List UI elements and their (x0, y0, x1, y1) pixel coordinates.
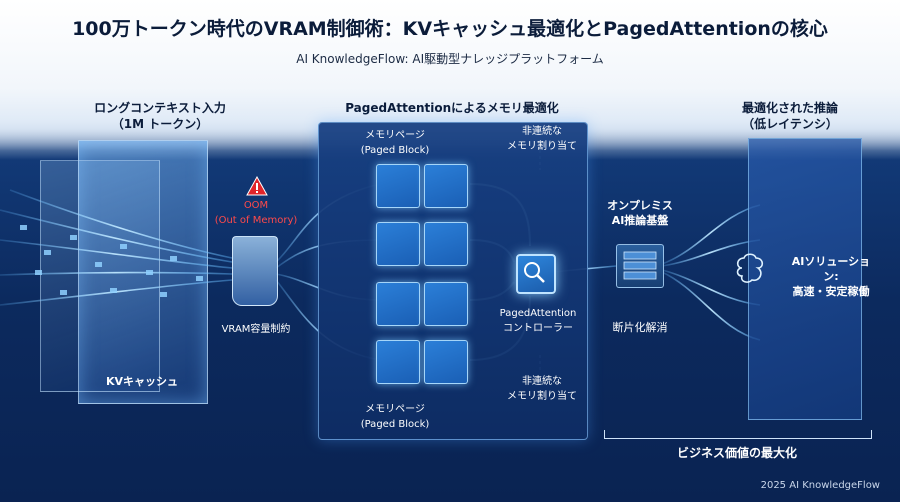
memory-block-icon (424, 340, 468, 384)
server-racks (623, 251, 657, 280)
business-value-label: ビジネス価値の最大化 (676, 446, 797, 460)
warning-icon (246, 176, 268, 196)
input-heading: ロングコンテキスト入力 （1M トークン） (90, 100, 230, 132)
page-label-top-line1: メモリページ (365, 130, 425, 141)
controller-line2: コントローラー (503, 323, 573, 334)
page-subtitle: AI KnowledgeFlow: AI駆動型ナレッジプラットフォーム (296, 52, 604, 66)
page-title: 100万トークン時代のVRAM制御術：KVキャッシュ最適化とPagedAtten… (72, 18, 828, 40)
oom-label: OOM (Out of Memory) (206, 198, 306, 228)
noncontig-bottom-label: 非連続な メモリ割り当て (496, 374, 588, 404)
memory-block-icon (376, 222, 420, 266)
input-heading-line2: （1M トークン） (111, 117, 209, 131)
infra-line2: AI推論基盤 (611, 214, 669, 227)
noncontig-bottom-line1: 非連続な (522, 376, 562, 387)
oom-line2: (Out of Memory) (214, 215, 298, 226)
infra-line1: オンプレミス (607, 199, 673, 212)
result-line1: AIソリューション: (791, 255, 871, 283)
noncontig-top-line2: メモリ割り当て (507, 141, 577, 152)
memory-block-icon (376, 164, 420, 208)
memory-block-icon (424, 164, 468, 208)
memory-block-icon (424, 282, 468, 326)
result-line2: 高速・安定稼働 (792, 285, 870, 298)
kv-cache-box-front (40, 160, 160, 392)
magnifier-icon (524, 262, 545, 283)
defrag-label: 断片化解消 (612, 321, 668, 334)
output-panel (748, 138, 862, 420)
result-label: AIソリューション: 高速・安定稼働 (790, 254, 872, 299)
infra-label: オンプレミス AI推論基盤 (590, 198, 690, 228)
server-icon (616, 244, 664, 288)
noncontig-top-label: 非連続な メモリ割り当て (496, 124, 588, 154)
brain-icon (736, 253, 764, 283)
output-heading-line1: 最適化された推論 (741, 101, 838, 115)
token-particles (20, 225, 203, 297)
memory-block-icon (424, 222, 468, 266)
output-heading: 最適化された推論 （低レイテンシ） (720, 100, 860, 132)
input-heading-line1: ロングコンテキスト入力 (94, 101, 226, 115)
output-heading-line2: （低レイテンシ） (742, 117, 838, 131)
memory-block-icon (376, 340, 420, 384)
page-label-bottom-line2: (Paged Block) (360, 419, 430, 430)
vram-limit-label: VRAM容量制約 (221, 324, 291, 335)
controller-line1: PagedAttention (499, 308, 577, 319)
paged-heading: PagedAttentionによるメモリ最適化 (345, 101, 559, 115)
oom-line1: OOM (243, 200, 269, 211)
kv-cache-label: KVキャッシュ (105, 375, 179, 388)
page-label-top-line2: (Paged Block) (360, 145, 430, 156)
noncontig-top-line1: 非連続な (522, 126, 562, 137)
controller-label: PagedAttention コントローラー (490, 306, 586, 336)
page-label-top: メモリページ (Paged Block) (350, 128, 440, 158)
search-chip-icon (516, 254, 556, 294)
noncontig-bottom-line2: メモリ割り当て (507, 391, 577, 402)
copyright: 2025 AI KnowledgeFlow (760, 480, 880, 491)
page-label-bottom-line1: メモリページ (365, 404, 425, 415)
trash-bin-icon (232, 236, 278, 306)
business-bracket (604, 430, 872, 439)
memory-block-icon (376, 282, 420, 326)
page-label-bottom: メモリページ (Paged Block) (350, 402, 440, 432)
